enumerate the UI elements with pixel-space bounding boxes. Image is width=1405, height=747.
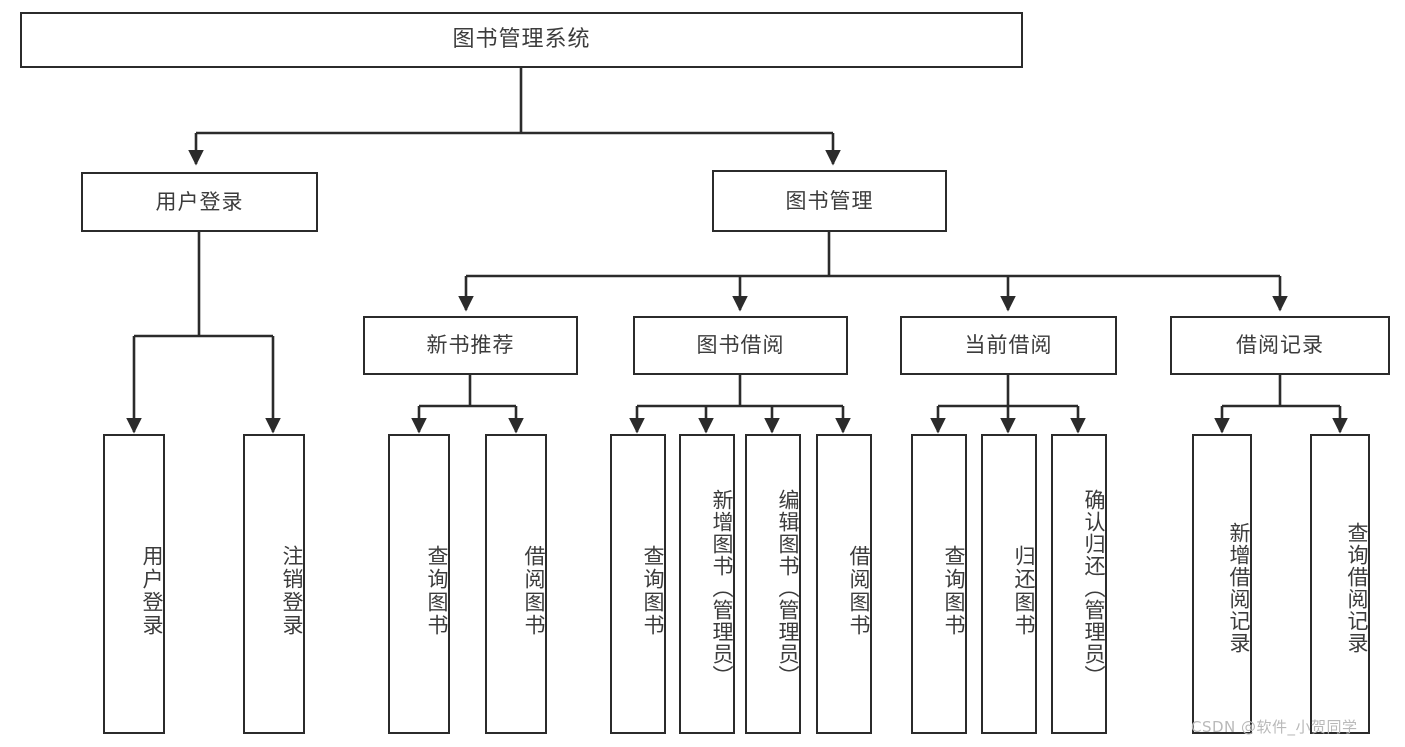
leaf-edit-book-admin[interactable]: 编辑图书（管理员） [745, 434, 801, 734]
node-user-login[interactable]: 用户登录 [81, 172, 318, 232]
leaf-query-book-current[interactable]: 查询图书 [911, 434, 967, 734]
leaf-add-borrow-record[interactable]: 新增借阅记录 [1192, 434, 1252, 734]
node-borrowing-record[interactable]: 借阅记录 [1170, 316, 1390, 375]
leaf-user-login[interactable]: 用户登录 [103, 434, 165, 734]
leaf-add-book-admin[interactable]: 新增图书（管理员） [679, 434, 735, 734]
leaf-query-borrow-record[interactable]: 查询借阅记录 [1310, 434, 1370, 734]
node-new-book-recommendation[interactable]: 新书推荐 [363, 316, 578, 375]
node-current-borrowing[interactable]: 当前借阅 [900, 316, 1117, 375]
csdn-watermark: CSDN @软件_小贺同学 [1191, 718, 1358, 736]
node-book-management[interactable]: 图书管理 [712, 170, 947, 232]
leaf-logout[interactable]: 注销登录 [243, 434, 305, 734]
leaf-query-book-borrow[interactable]: 查询图书 [610, 434, 666, 734]
node-root-book-management-system[interactable]: 图书管理系统 [20, 12, 1023, 68]
leaf-query-book-recommend[interactable]: 查询图书 [388, 434, 450, 734]
leaf-borrow-book-recommend[interactable]: 借阅图书 [485, 434, 547, 734]
leaf-return-book[interactable]: 归还图书 [981, 434, 1037, 734]
leaf-confirm-return-admin[interactable]: 确认归还（管理员） [1051, 434, 1107, 734]
leaf-borrow-book[interactable]: 借阅图书 [816, 434, 872, 734]
node-book-borrowing[interactable]: 图书借阅 [633, 316, 848, 375]
